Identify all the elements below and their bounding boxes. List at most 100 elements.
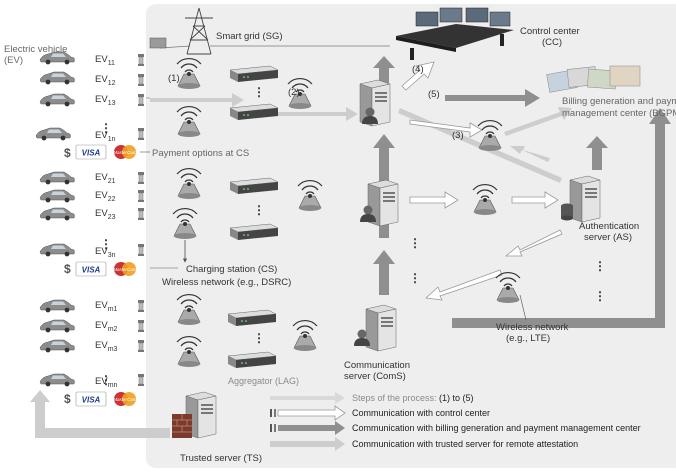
flow-arrow-wiggle (510, 146, 550, 162)
auth-server-label-line1: Authentication (579, 221, 639, 232)
authentication-server-icon (569, 175, 601, 223)
svg-text:⋮: ⋮ (409, 236, 421, 250)
charging-plug-icon (137, 373, 145, 387)
flow-arrow-step4 (401, 61, 435, 91)
ev-car-icon (39, 319, 75, 333)
wireless-lte-label-line1: Wireless network (496, 322, 569, 333)
step-3-label: (3) (452, 130, 464, 141)
flow-arrow-up-1 (373, 250, 395, 295)
svg-text:⋮: ⋮ (100, 237, 112, 251)
charging-plug-icon (137, 127, 145, 141)
flow-arrow-step1 (150, 93, 244, 107)
coms-label-line2: server (ComS) (344, 371, 406, 382)
svg-text:$: $ (64, 392, 71, 406)
auth-server-label-line2: server (AS) (584, 232, 632, 243)
charging-plug-icon (137, 93, 145, 107)
flow-arrow-up-3 (373, 134, 395, 182)
legend-ts-text: Communication with trusted server for re… (352, 439, 578, 449)
bgpmc-label-line2: management center (BGPMC) (562, 108, 676, 119)
antenna-6-icon (297, 179, 323, 212)
ev-label: EV11 (95, 54, 115, 67)
legend: Steps of the process: (1) to (5) Communi… (270, 392, 641, 451)
ev-car-icon (39, 189, 75, 203)
coms-label-line1: Communication (344, 360, 410, 371)
svg-text:⋮: ⋮ (594, 289, 606, 303)
ev-label: EVmn (95, 376, 118, 389)
ev-car-icon (35, 127, 71, 141)
aggregators (227, 65, 279, 369)
legend-steps-text: Steps of the process: (1) to (5) (352, 393, 474, 403)
aggregator-2-icon (229, 103, 279, 121)
payment-options-group-1: $ (64, 144, 138, 160)
svg-text:⋮: ⋮ (253, 85, 265, 99)
svg-text:$: $ (64, 146, 71, 160)
ev-car-icon (39, 339, 75, 353)
flow-arrow-step3 (409, 119, 483, 138)
ev-car-icon (39, 207, 75, 221)
aggregator-5-icon (227, 309, 277, 327)
antenna-12-icon (176, 335, 202, 368)
svg-text:⋮: ⋮ (100, 373, 112, 387)
flow-arrow-as-lte (504, 229, 563, 257)
ev-car-icon (39, 243, 75, 257)
charging-plug-icon (137, 299, 145, 313)
flow-arrow-diag-bgpmc (504, 107, 572, 136)
payment-options-group-3: $ (64, 391, 138, 407)
control-center-abbr: (CC) (542, 37, 562, 48)
payment-options-label: Payment options at CS (152, 148, 249, 159)
bgpmc-label-line1: Billing generation and payment (562, 96, 676, 107)
smart-grid-tower-icon (185, 7, 213, 55)
svg-text:⋮: ⋮ (253, 203, 265, 217)
antenna-8-icon (472, 183, 498, 216)
antenna-9-icon (495, 271, 521, 304)
charging-plug-icon (137, 53, 145, 67)
charging-plug-icon (137, 339, 145, 353)
ev-car-icon (39, 299, 75, 313)
svg-text:⋮: ⋮ (100, 121, 112, 135)
smart-grid-label: Smart grid (SG) (216, 31, 283, 42)
payment-options-group-2: $ (64, 261, 138, 277)
legend-bgpmc-text: Communication with billing generation an… (352, 423, 641, 433)
charging-plug-icon (137, 243, 145, 257)
charging-plug-icon (137, 73, 145, 87)
aggregator-4-icon (229, 223, 279, 241)
antenna-11-icon (292, 319, 318, 352)
antenna-10-icon (176, 293, 202, 326)
charging-plug-icon (137, 189, 145, 203)
charging-station-label: Charging station (CS) (186, 264, 277, 275)
aggregator-label: Aggregator (LAG) (228, 376, 299, 386)
aggregator-3-icon (229, 177, 279, 195)
step-5-label: (5) (428, 89, 440, 100)
aggregator-1-icon (229, 65, 279, 83)
legend-cc-text: Communication with control center (352, 408, 490, 418)
control-center-icon (396, 7, 514, 60)
ev-label: EV1n (95, 130, 116, 143)
control-center-label: Control center (520, 26, 580, 37)
step-1-label: (1) (168, 73, 180, 84)
electric-vehicle-label: Electric vehicle (4, 44, 67, 55)
antenna-4-icon (176, 167, 202, 200)
ev-car-icon (39, 93, 75, 107)
database-icon (561, 203, 573, 221)
legend-bgpmc-swatch (270, 421, 345, 435)
ev-label: EVm1 (95, 300, 118, 313)
antenna-1-icon (176, 57, 202, 90)
svg-text:⋮: ⋮ (253, 331, 265, 345)
antenna-5-icon (172, 207, 198, 240)
substation-icon (149, 37, 167, 49)
ev-car-icon (39, 171, 75, 185)
flow-arrow-ts-ev (30, 390, 170, 438)
ev-label: EV3n (95, 246, 116, 259)
legend-steps-swatch (270, 392, 345, 404)
flow-arrow-up-cc (373, 56, 395, 84)
electric-vehicle-abbr: (EV) (4, 55, 23, 66)
ellipsis-markers: ⋮ ⋮ ⋮ ⋮ ⋮ ⋮ ⋮ ⋮ ⋮ ⋮ (100, 85, 606, 387)
firewall-icon (172, 414, 192, 438)
payment-cards-icon (75, 261, 138, 277)
charging-plug-icon (137, 207, 145, 221)
flow-arrow-step2 (290, 107, 358, 121)
svg-text:$: $ (64, 262, 71, 276)
step-2-label: (2) (288, 87, 300, 98)
